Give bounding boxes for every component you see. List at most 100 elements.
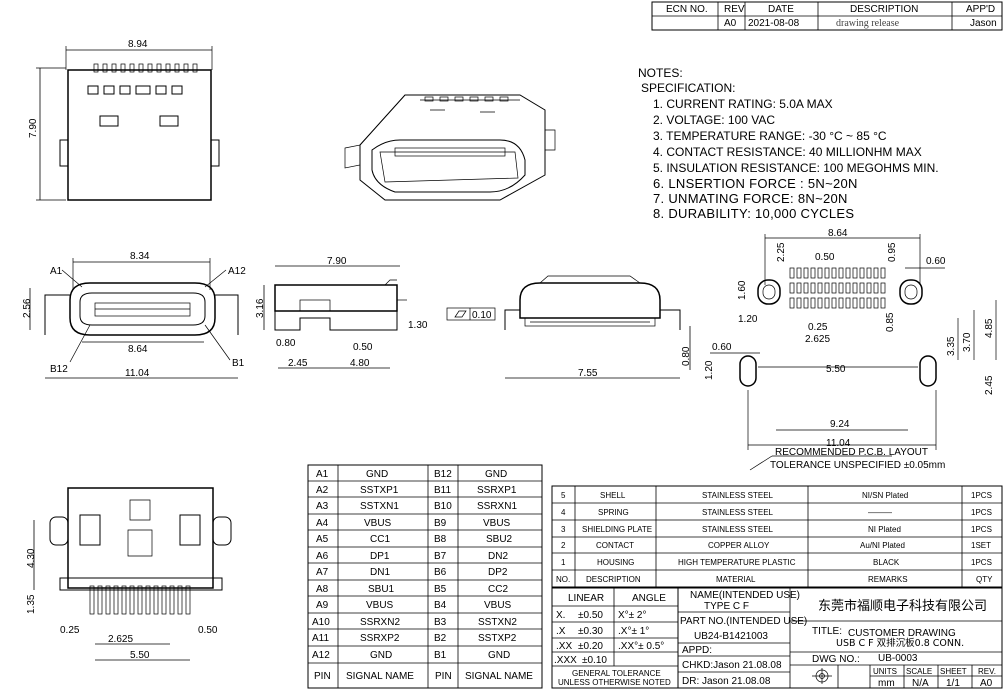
title-name-label: NAME(INTENDED USE) xyxy=(690,590,800,601)
signal-b8: SBU2 xyxy=(486,534,513,545)
bom-header-no: NO. xyxy=(556,575,570,584)
pin-footer-pin-a: PIN xyxy=(314,671,331,682)
notes: NOTES: SPECIFICATION: 1. CURRENT RATING:… xyxy=(638,66,939,221)
title-block: NAME(INTENDED USE) TYPE C F PART NO.(INT… xyxy=(677,587,1003,689)
pin-b9: B9 xyxy=(434,518,447,529)
pin-a6: A6 xyxy=(316,551,329,562)
signal-b5: CC2 xyxy=(488,584,508,595)
units-value: mm xyxy=(878,678,895,689)
pcb-layout: 8.64 2.25 0.50 0.95 0.60 1.60 xyxy=(704,228,997,471)
pcb-note-layout: RECOMMENDED P.C.B. LAYOUT xyxy=(775,447,928,458)
signal-a2: SSTXP1 xyxy=(360,485,399,496)
dim-side-height: 3.16 xyxy=(255,298,266,318)
pcb-dim-050: 0.50 xyxy=(815,252,835,263)
pcb-dim-120: 1.20 xyxy=(738,314,758,325)
title-line-1: CUSTOMER DRAWING xyxy=(848,628,956,639)
pin-b8: B8 xyxy=(434,534,447,545)
pcb-dim-225: 2.25 xyxy=(776,242,787,262)
bom-desc-5: SHELL xyxy=(600,491,626,500)
title-line-2: USB C F 双排沉板0.8 CONN. xyxy=(836,637,964,649)
pin-b5: B5 xyxy=(434,584,447,595)
bom-material-4: STAINLESS STEEL xyxy=(702,508,774,517)
sheet-value: 1/1 xyxy=(946,678,960,689)
title-part-value: UB24-B1421003 xyxy=(694,631,768,642)
note-item-3: 3. TEMPERATURE RANGE: -30 °C ~ 85 °C xyxy=(653,129,887,143)
bom-qty-1: 1PCS xyxy=(971,558,992,567)
bom-desc-1: HOUSING xyxy=(597,558,634,567)
note-item-2: 2. VOLTAGE: 100 VAC xyxy=(653,113,775,127)
top-view: 8.94 7.90 xyxy=(28,39,220,201)
pin-b7: B7 xyxy=(434,551,447,562)
pcb-dim-485: 4.85 xyxy=(984,318,995,338)
rev-header-date: DATE xyxy=(768,4,794,15)
tol-row-3-key: .XX xyxy=(556,641,572,652)
rev-label: REV. xyxy=(978,667,996,676)
bom-material-2: COPPER ALLOY xyxy=(708,541,770,550)
dwg-value: UB-0003 xyxy=(878,653,918,664)
pin-a8: A8 xyxy=(316,584,329,595)
pin-a4: A4 xyxy=(316,518,329,529)
rev-value-appd: Jason xyxy=(970,18,997,29)
pin-b10: B10 xyxy=(434,501,452,512)
dim-rear-width: 7.55 xyxy=(578,368,598,379)
dim-front-total: 11.04 xyxy=(125,368,150,379)
signal-a12: GND xyxy=(370,650,392,661)
sheet-label: SHEET xyxy=(940,667,967,676)
dim-front-inner: 8.64 xyxy=(128,344,148,355)
pcb-dim-924: 9.24 xyxy=(830,419,850,430)
tol-row-2-linear: ±0.30 xyxy=(578,626,603,637)
bom-no-1: 1 xyxy=(561,558,566,567)
pcb-pad-rows xyxy=(789,267,886,309)
dim-side-length: 7.90 xyxy=(327,256,347,267)
top-view-contacts xyxy=(93,63,198,73)
title-dr: DR: Jason 21.08.08 xyxy=(682,676,771,687)
pin-footer-signal-b: SIGNAL NAME xyxy=(465,671,533,682)
bot-dim-550: 5.50 xyxy=(130,650,150,661)
signal-b6: DP2 xyxy=(488,567,508,578)
pcb-dim-1104: 11.04 xyxy=(826,438,851,449)
pcb-dim-2625: 2.625 xyxy=(805,334,830,345)
bom-header-remarks: REMARKS xyxy=(868,575,908,584)
bom-remarks-3: NI Plated xyxy=(868,525,901,534)
note-item-6: 6. LNSERTION FORCE : 5N~20N xyxy=(653,176,858,191)
signal-b2: SSTXP2 xyxy=(478,633,517,644)
bot-dim-135: 1.35 xyxy=(26,594,37,614)
tol-row-4-linear: ±0.10 xyxy=(582,655,607,666)
dwg-label: DWG NO.: xyxy=(812,654,860,665)
bom-material-1: HIGH TEMPERATURE PLASTIC xyxy=(678,558,796,567)
pcb-dim-550: 5.50 xyxy=(826,364,846,375)
pin-a2: A2 xyxy=(316,485,329,496)
signal-b11: SSRXP1 xyxy=(477,485,517,496)
revision-block: ECN NO. REV DATE DESCRIPTION APP'D A0 20… xyxy=(651,1,1003,31)
bom-qty-3: 1PCS xyxy=(971,525,992,534)
pin-b3: B3 xyxy=(434,617,447,628)
rev-value-date: 2021-08-08 xyxy=(748,18,800,29)
pcb-dim-370: 3.70 xyxy=(962,332,973,352)
pin-b2: B2 xyxy=(434,633,447,644)
bom-no-4: 4 xyxy=(561,508,566,517)
note-item-7: 7. UNMATING FORCE: 8N~20N xyxy=(653,191,848,206)
tol-row-2-angle: .X°± 1° xyxy=(618,626,649,637)
rev-value: A0 xyxy=(980,678,993,689)
tol-row-1-linear: ±0.50 xyxy=(578,610,603,621)
front-view: 8.34 A1 A12 2.56 8.64 B12 B1 11.04 xyxy=(22,251,246,379)
isometric-view xyxy=(344,94,556,201)
rev-value-description: drawing release xyxy=(836,18,900,29)
signal-a1: GND xyxy=(366,469,388,480)
signal-a5: CC1 xyxy=(370,534,390,545)
pin-a3: A3 xyxy=(316,501,329,512)
title-appd: APPD: xyxy=(682,645,712,656)
dim-front-height: 2.56 xyxy=(22,298,33,318)
rev-header-description: DESCRIPTION xyxy=(850,4,918,15)
units-label: UNITS xyxy=(873,667,897,676)
bom-no-3: 3 xyxy=(561,525,566,534)
pin-b11: B11 xyxy=(434,485,451,496)
bom-qty-5: 1PCS xyxy=(971,491,992,500)
signal-b10: SSRXN1 xyxy=(477,501,517,512)
pcb-dim-060: 0.60 xyxy=(926,256,946,267)
title-part-label: PART NO.(INTENDED USE) xyxy=(680,616,807,627)
pin-a11: A11 xyxy=(312,633,329,644)
bom-no-2: 2 xyxy=(561,541,566,550)
dim-rear-height: 0.80 xyxy=(681,346,692,366)
bom-header-material: MATERIAL xyxy=(716,575,756,584)
